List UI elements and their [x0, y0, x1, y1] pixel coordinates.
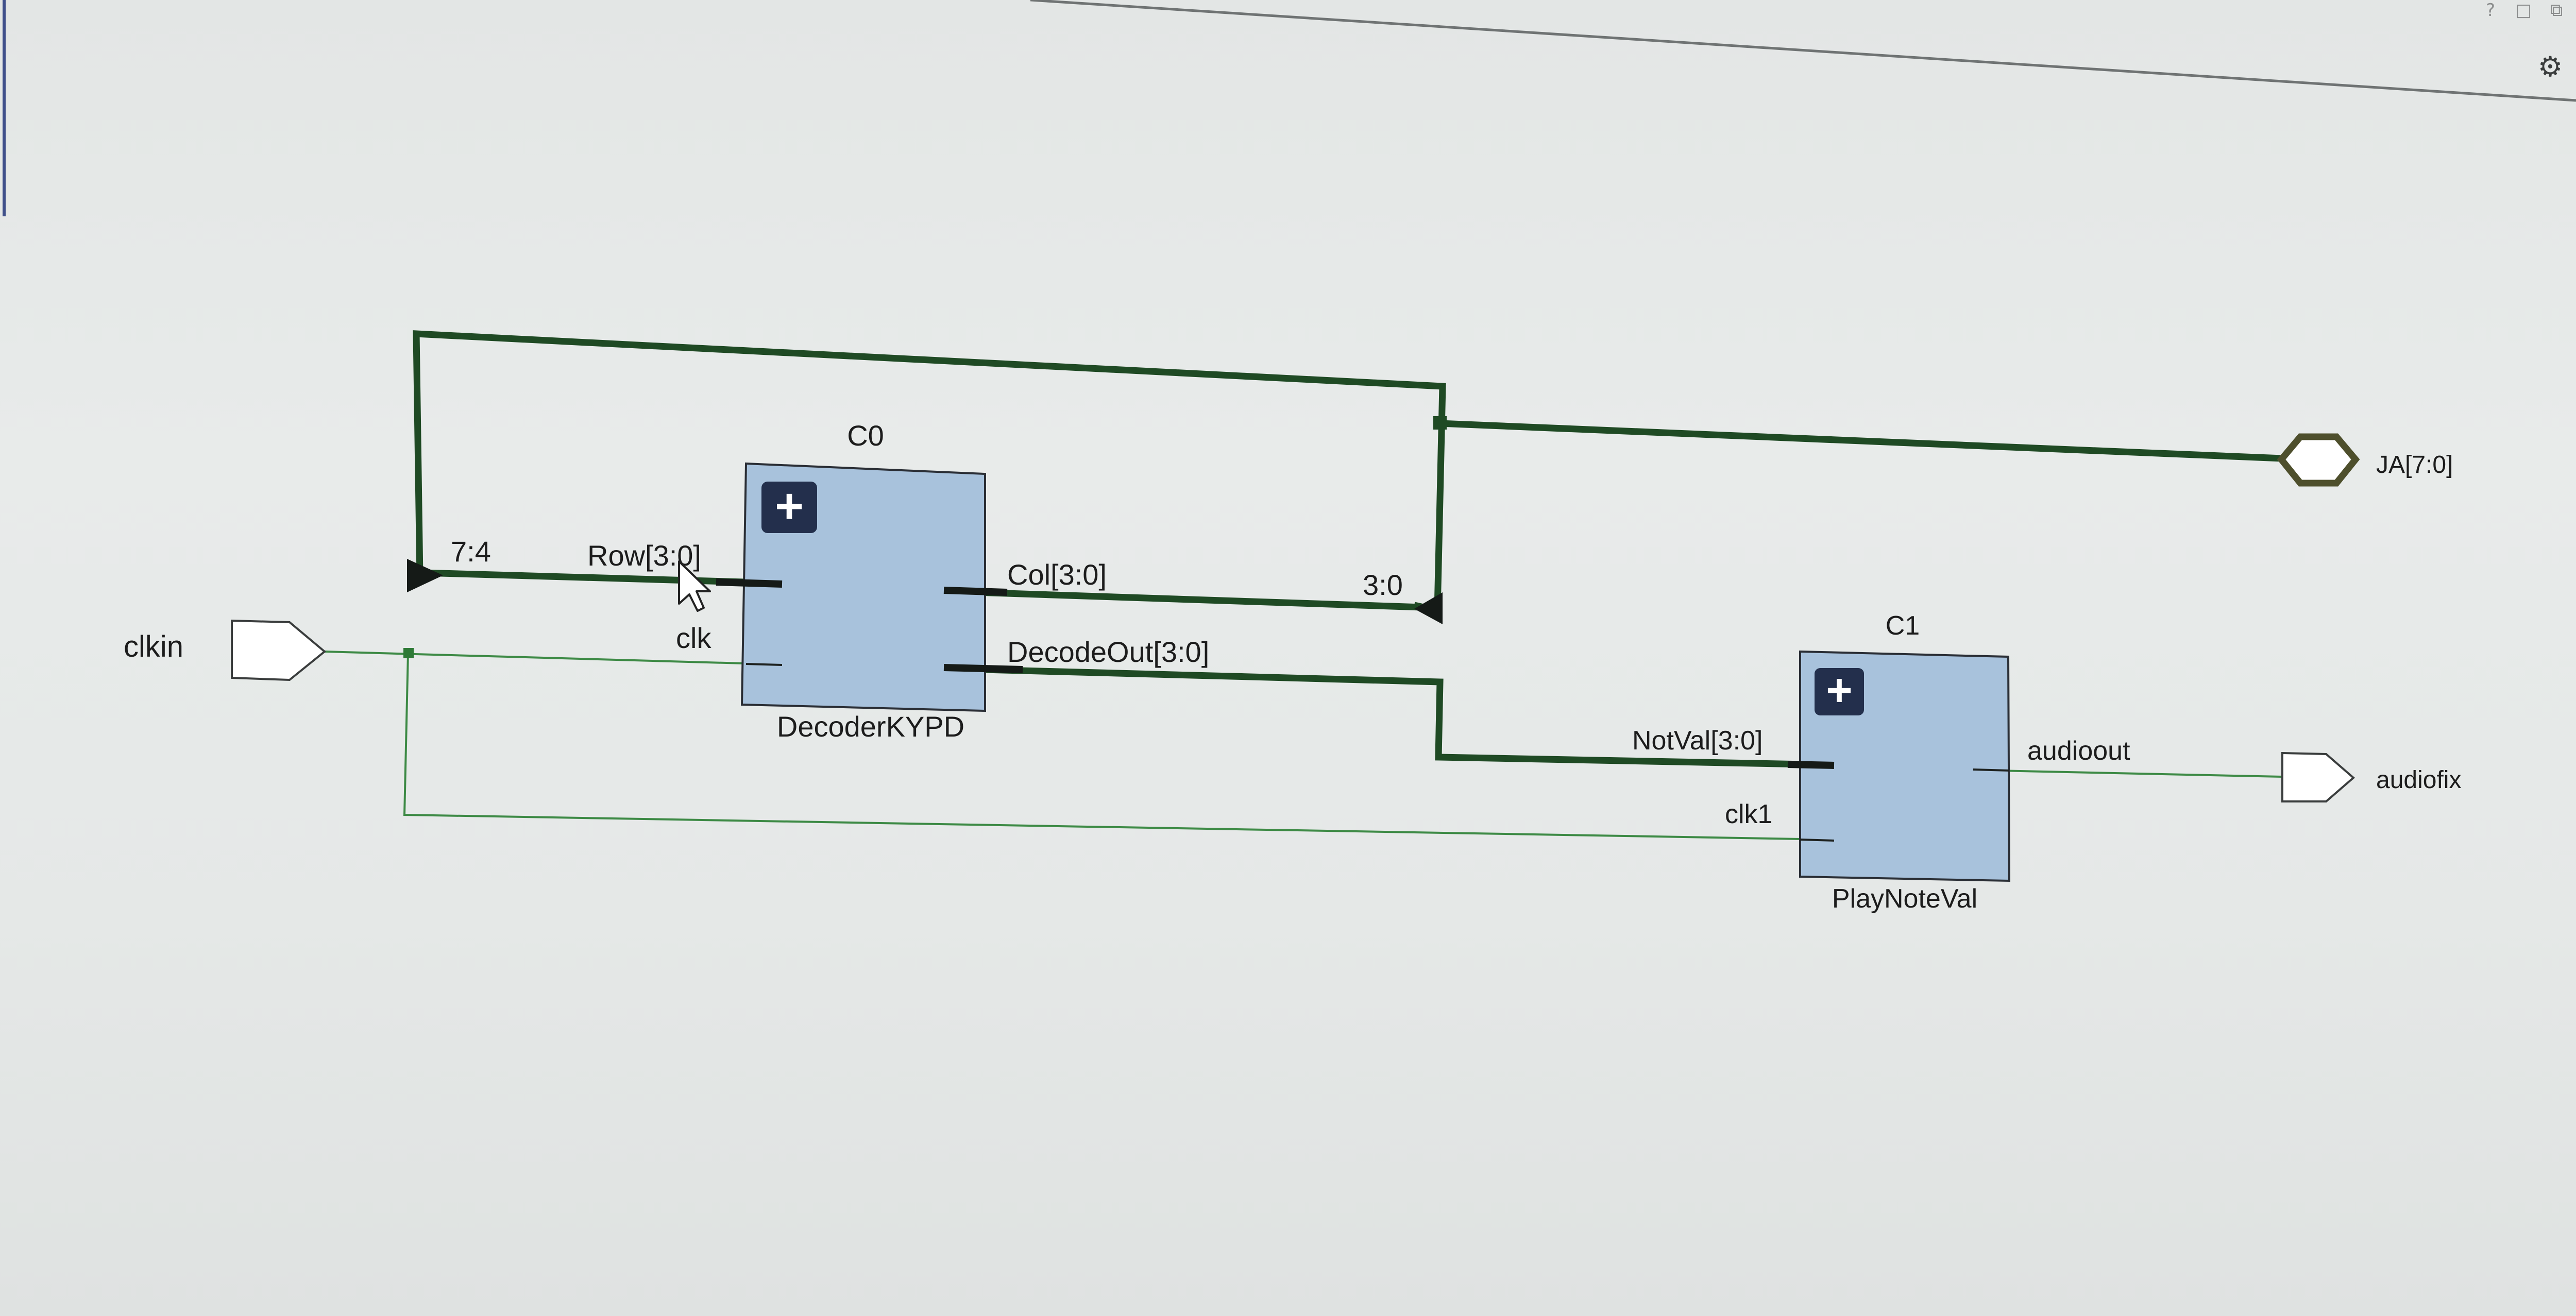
restore-icon[interactable]: □	[2515, 0, 2532, 21]
decodeout-pin-label: DecodeOut[3:0]	[1007, 636, 1209, 668]
c0-decodeout-stub	[943, 664, 1023, 673]
clkin-port-label: clkin	[124, 630, 183, 663]
c1-module-name: PlayNoteVal	[1832, 884, 1977, 914]
maximize-icon[interactable]: ⧉	[2550, 0, 2563, 21]
notval-pin-label: NotVal[3:0]	[1632, 726, 1762, 756]
mouse-cursor	[678, 560, 711, 612]
ja-bus-to-port[interactable]	[1439, 420, 2283, 462]
clkin-port[interactable]	[231, 619, 327, 681]
help-icon[interactable]: ?	[2485, 0, 2496, 21]
ja-port-label: JA[7:0]	[2376, 451, 2453, 478]
c0-instance-name: C0	[847, 419, 884, 452]
audioout-net[interactable]	[1973, 769, 2283, 778]
upper-slice-ripper	[407, 559, 443, 592]
c1-clk1-stub	[1800, 839, 1835, 842]
ja-junction	[1433, 416, 1447, 430]
instance-c1[interactable]: +	[1787, 650, 2011, 882]
audiofix-port-label: audiofix	[2376, 766, 2461, 794]
audiofix-port-symbol[interactable]	[2281, 751, 2355, 802]
audioout-pin-label: audioout	[2027, 736, 2130, 766]
single-nets	[324, 651, 2283, 841]
ja-port[interactable]	[2277, 433, 2360, 487]
c1-expand-icon: +	[1826, 664, 1852, 715]
col-pin-label: Col[3:0]	[1007, 558, 1107, 591]
settings-gear-icon[interactable]: ⚙	[2537, 50, 2563, 83]
clkin-net[interactable]	[324, 651, 781, 665]
c1-expand-button[interactable]	[1815, 668, 1864, 715]
instance-c0[interactable]: +	[716, 462, 1023, 712]
c1-audioout-stub	[1973, 768, 2010, 772]
c1-notval-stub	[1787, 761, 1835, 769]
ja-port-symbol[interactable]	[2277, 433, 2360, 487]
clk1-net[interactable]	[403, 653, 1832, 841]
c0-col-stub	[943, 587, 1008, 596]
window-title-bar: ? □ ⧉	[0, 0, 2576, 21]
col-bus[interactable]	[945, 588, 1438, 611]
clk1-pin-label: clk1	[1725, 799, 1772, 829]
c0-expand-icon: +	[775, 478, 804, 534]
c0-module-name: DecoderKYPD	[777, 710, 964, 743]
c0-clk-stub	[745, 663, 783, 666]
c0-expand-button[interactable]	[761, 482, 817, 533]
window-controls: ? □ ⧉	[2481, 0, 2566, 21]
clkin-port-symbol[interactable]	[231, 619, 327, 681]
lower-slice-label: 3:0	[1363, 569, 1403, 601]
clk-pin-label: clk	[676, 622, 711, 654]
decodeout-bus[interactable]	[945, 665, 1832, 768]
c1-instance-name: C1	[1886, 611, 1920, 641]
audiofix-port[interactable]	[2281, 751, 2355, 802]
clk-junction	[403, 648, 414, 658]
upper-slice-label: 7:4	[451, 535, 491, 568]
window-top-edge	[1030, 0, 2576, 102]
lower-slice-ripper	[1414, 592, 1443, 624]
c0-row-stub	[716, 578, 783, 588]
